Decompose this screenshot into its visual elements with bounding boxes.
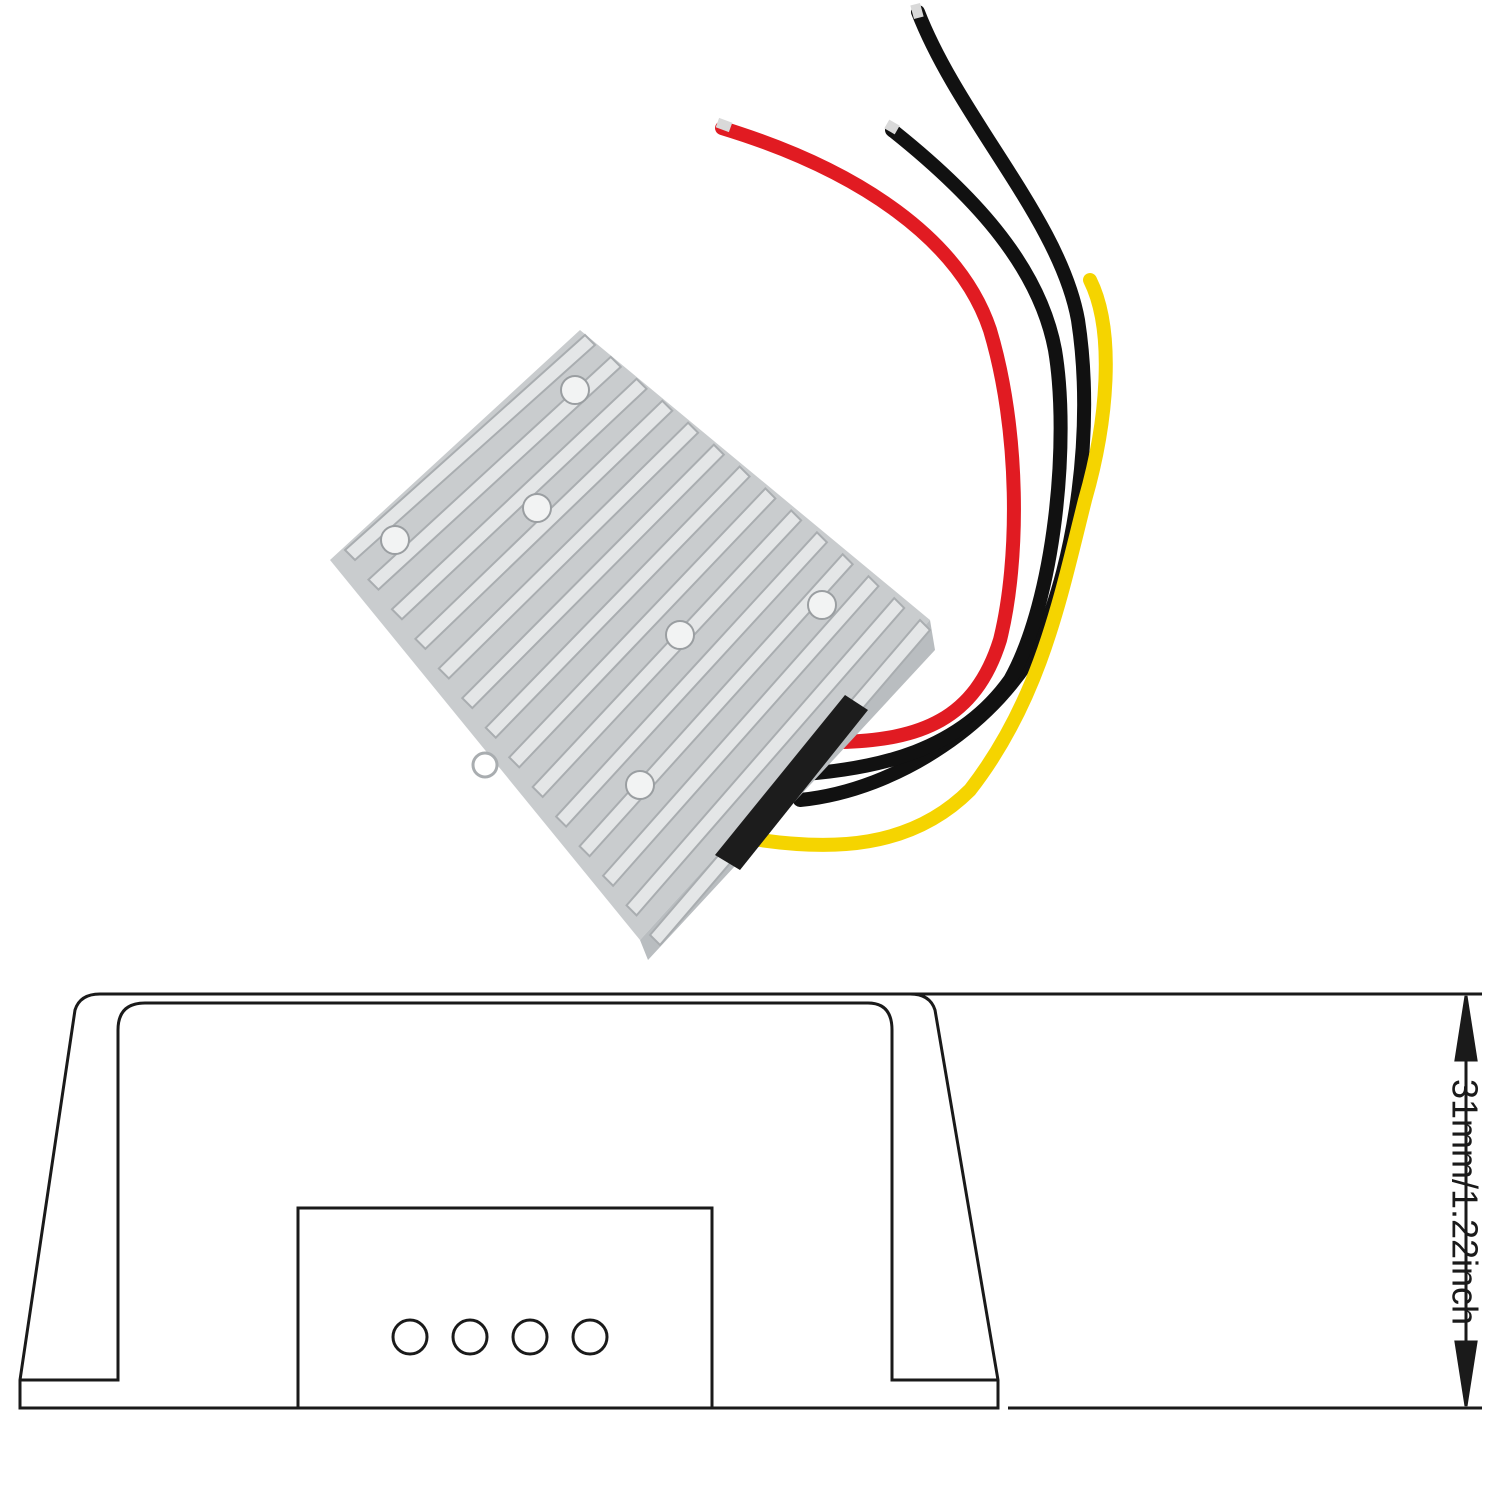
heatsink-fin [390, 377, 648, 621]
heatsink-fin [625, 596, 906, 917]
bolt [380, 525, 410, 555]
heatsink-fin [460, 443, 726, 710]
housing-inner-outline [20, 1001, 998, 1382]
wire-yellow [753, 273, 1113, 852]
port-hole [571, 1318, 609, 1356]
port-holes [391, 1318, 609, 1356]
heatsink-fin [367, 355, 623, 592]
aluminium-housing [330, 330, 935, 960]
dimension-arrow-bottom [1454, 1340, 1478, 1407]
mounting-bolts [380, 375, 837, 800]
wire-red [715, 121, 1021, 749]
mounting-hole [471, 751, 499, 779]
heatsink-fin [484, 465, 752, 740]
side-view-drawing [18, 992, 1482, 1410]
bolt [807, 590, 837, 620]
heatsink-fin [531, 508, 803, 799]
housing-outline [18, 992, 1000, 1410]
converter-photo [330, 2, 1113, 960]
wire-black-short [783, 123, 1068, 782]
bolt [625, 770, 655, 800]
wire-bundle [715, 2, 1113, 852]
heatsink-fin [437, 421, 700, 680]
heatsink-fin [507, 487, 777, 769]
port-hole [451, 1318, 489, 1356]
cable-gland [715, 695, 868, 870]
height-dimension-label: 31mm/1.22inch [1444, 1079, 1485, 1325]
heatsink-fin [554, 530, 829, 828]
heatsink-fins [343, 333, 932, 947]
bolt [560, 375, 590, 405]
port-hole [391, 1318, 429, 1356]
heatsink-fin [601, 574, 880, 888]
dimension-arrow-top [1454, 995, 1478, 1062]
wire-port [296, 1206, 714, 1410]
bolt [665, 620, 695, 650]
bolt [522, 493, 552, 523]
heatsink-fin [343, 333, 597, 562]
heatsink-fin [413, 399, 674, 651]
port-hole [511, 1318, 549, 1356]
